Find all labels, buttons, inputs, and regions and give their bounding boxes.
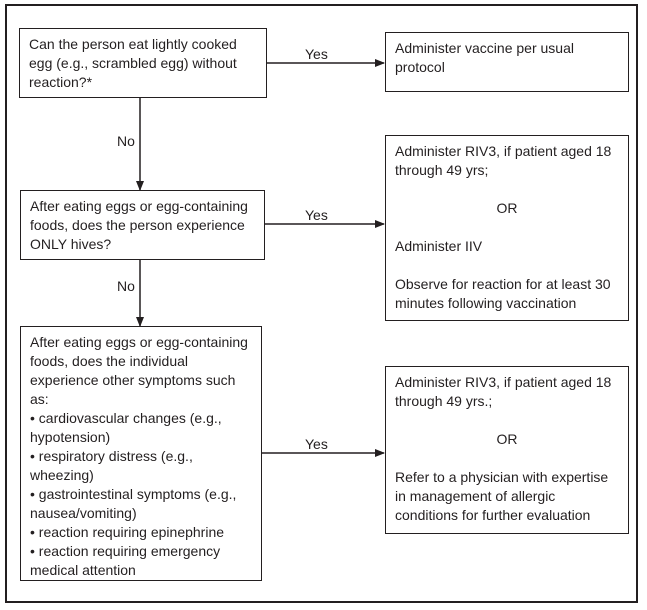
question-3-intro: After eating eggs or egg-containing food… — [30, 334, 248, 407]
edge-label-no-2: No — [117, 278, 135, 294]
question-1-text: Can the person eat lightly cooked egg (e… — [29, 36, 237, 90]
action-2-line2: Administer IIV — [395, 238, 483, 254]
diagram-frame — [5, 4, 638, 603]
action-box-2: Administer RIV3, if patient aged 18 thro… — [385, 135, 629, 321]
question-box-3: After eating eggs or egg-containing food… — [20, 326, 262, 581]
action-3-line1: Administer RIV3, if patient aged 18 thro… — [395, 374, 612, 409]
action-1-text: Administer vaccine per usual protocol — [395, 40, 574, 75]
symptom-bullet: • gastrointestinal symptoms (e.g., nause… — [30, 486, 237, 521]
symptom-bullet: • respiratory distress (e.g., wheezing) — [30, 448, 193, 483]
edge-label-yes-1: Yes — [305, 46, 328, 62]
symptom-bullet: • reaction requiring emergency medical a… — [30, 543, 221, 578]
symptom-bullet: • cardiovascular changes (e.g., hypotens… — [30, 410, 222, 445]
action-2-or: OR — [496, 200, 518, 216]
action-3-or: OR — [496, 431, 518, 447]
action-3-line2: Refer to a physician with expertise in m… — [395, 469, 609, 523]
question-2-text: After eating eggs or egg-containing food… — [30, 198, 248, 252]
question-box-2: After eating eggs or egg-containing food… — [20, 190, 265, 260]
edge-label-yes-2: Yes — [305, 207, 328, 223]
action-box-1: Administer vaccine per usual protocol — [385, 32, 629, 92]
edge-label-no-1: No — [117, 133, 135, 149]
action-2-line1: Administer RIV3, if patient aged 18 thro… — [395, 143, 612, 178]
action-box-3: Administer RIV3, if patient aged 18 thro… — [385, 366, 629, 534]
action-2-line3: Observe for reaction for at least 30 min… — [395, 276, 611, 311]
symptom-bullet: • reaction requiring epinephrine — [30, 524, 225, 540]
question-box-1: Can the person eat lightly cooked egg (e… — [19, 28, 267, 98]
edge-label-yes-3: Yes — [305, 436, 328, 452]
